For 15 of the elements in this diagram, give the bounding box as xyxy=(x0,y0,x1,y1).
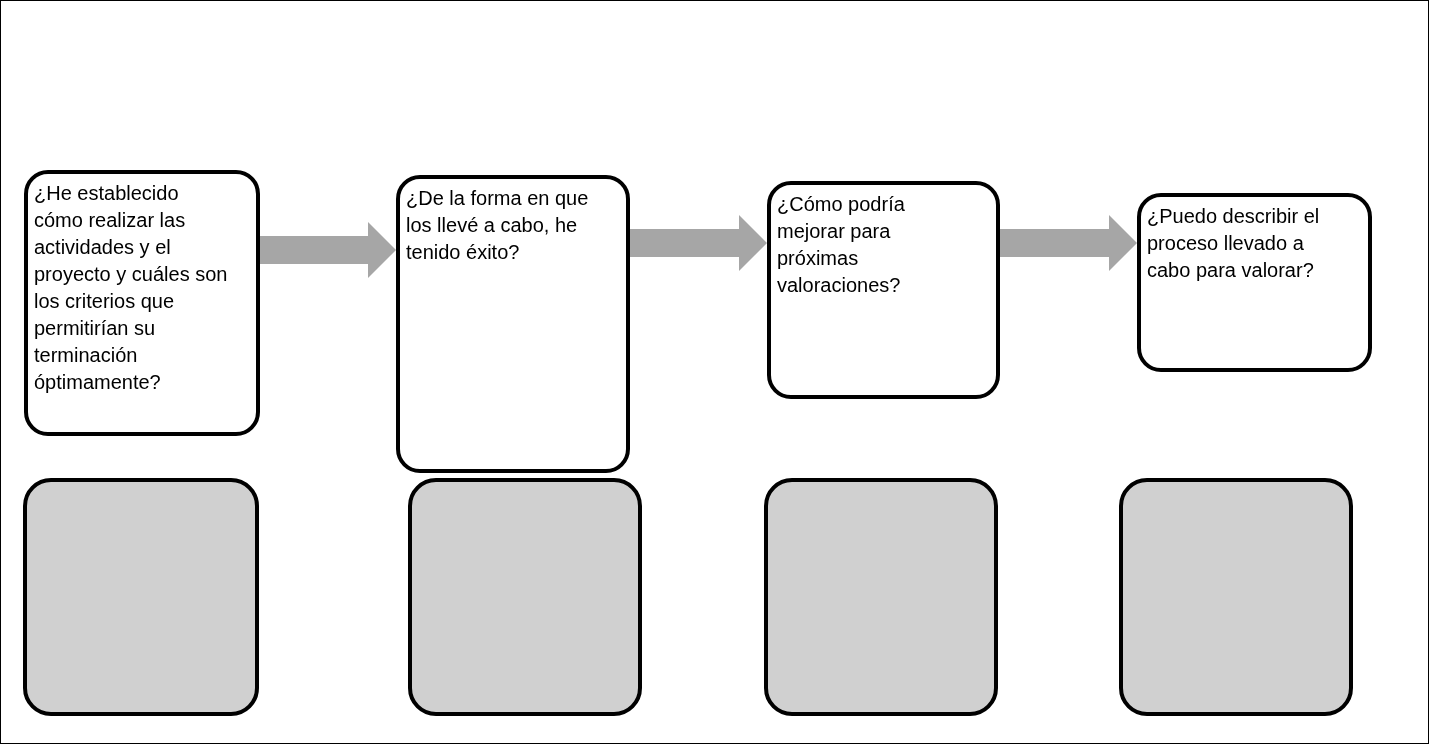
question-text: ¿Puedo describir el proceso llevado a cabo para valorar? xyxy=(1147,204,1321,283)
question-text: ¿De la forma en que los llevé a cabo, he tenido éxito? xyxy=(406,186,590,265)
block-arrow xyxy=(1000,215,1137,271)
question-box xyxy=(396,175,630,473)
empty-box xyxy=(764,478,998,716)
empty-box xyxy=(23,478,259,716)
question-box xyxy=(24,170,260,436)
question-text: ¿Cómo podría mejorar para próximas valoraciones? xyxy=(777,192,906,298)
block-arrow xyxy=(630,215,767,271)
question-box xyxy=(767,181,1000,399)
empty-box xyxy=(408,478,642,716)
empty-box xyxy=(1119,478,1353,716)
block-arrow xyxy=(260,222,396,278)
question-box xyxy=(1137,193,1372,372)
question-text: ¿He establecido cómo realizar las actividades y el proyecto y cuáles son los criterios que permitirían su terminación óptimamente? xyxy=(34,181,229,395)
